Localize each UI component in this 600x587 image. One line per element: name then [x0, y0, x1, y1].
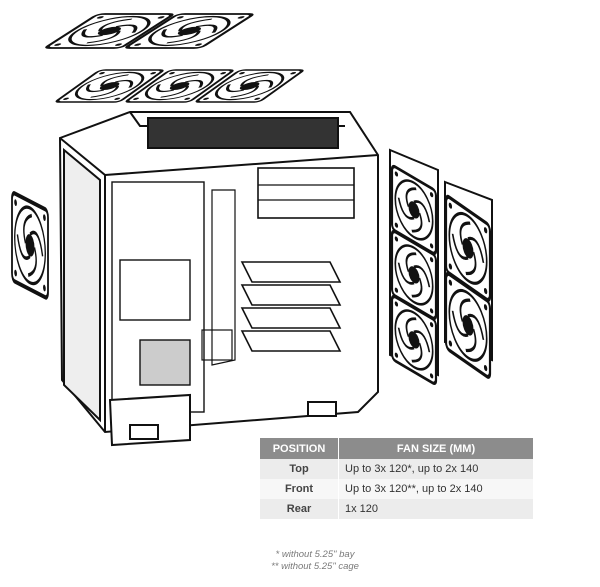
fan-support-table: POSITION FAN SIZE (MM) Top Up to 3x 120*… — [260, 438, 533, 519]
fan-size-cell: 1x 120 — [339, 499, 533, 519]
column-header-position: POSITION — [260, 438, 339, 459]
table-row-front: Front Up to 3x 120**, up to 2x 140 — [260, 479, 533, 499]
front-fan-pair — [445, 180, 493, 379]
top-fan-pair — [45, 14, 254, 48]
rear-fan — [12, 192, 48, 299]
table-row-top: Top Up to 3x 120*, up to 2x 140 — [260, 459, 533, 479]
footnote-cage: ** without 5.25" cage — [271, 561, 359, 572]
column-header-fan-size: FAN SIZE (MM) — [339, 438, 533, 459]
top-fan-triple — [53, 68, 306, 104]
position-cell: Rear — [260, 499, 339, 519]
fan-size-cell: Up to 3x 120**, up to 2x 140 — [339, 479, 533, 499]
table-row-rear: Rear 1x 120 — [260, 499, 533, 519]
footnotes: * without 5.25" bay ** without 5.25" cag… — [200, 549, 430, 573]
position-cell: Top — [260, 459, 339, 479]
fan-size-cell: Up to 3x 120*, up to 2x 140 — [339, 459, 533, 479]
front-fan-triple — [389, 148, 439, 387]
pc-case-chassis — [58, 111, 379, 447]
table-header-row: POSITION FAN SIZE (MM) — [260, 438, 533, 459]
position-cell: Front — [260, 479, 339, 499]
footnote-bay: * without 5.25" bay — [275, 549, 355, 560]
